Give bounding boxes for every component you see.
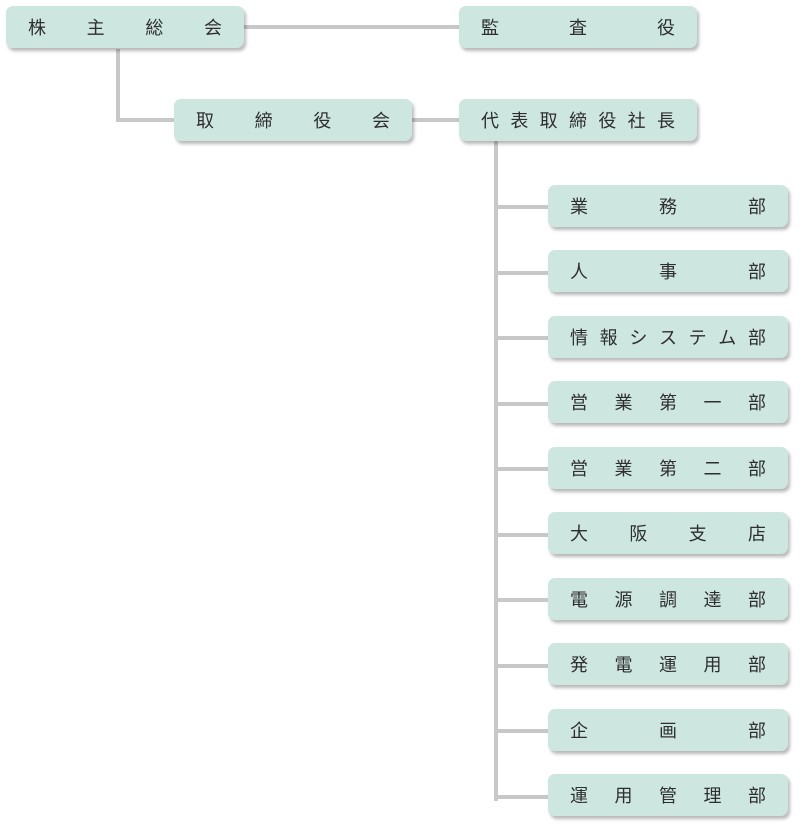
label-char: 企 bbox=[570, 721, 588, 742]
label-char: 情 bbox=[570, 328, 588, 349]
box-dept-1: 業務部 bbox=[548, 185, 788, 227]
label-char: 部 bbox=[748, 459, 766, 480]
label-char: 部 bbox=[748, 393, 766, 414]
label-char: 達 bbox=[703, 590, 722, 611]
label-char: 会 bbox=[203, 18, 222, 39]
label-char: 締 bbox=[254, 111, 273, 132]
box-dept-7: 電源調達部 bbox=[548, 578, 788, 620]
box-board: 取締役会 bbox=[174, 99, 412, 141]
label-char: 部 bbox=[748, 655, 766, 676]
connector-dept-4 bbox=[494, 402, 550, 406]
label-char: 源 bbox=[614, 590, 633, 611]
label-char: 取 bbox=[539, 111, 558, 132]
label-char: 理 bbox=[703, 786, 722, 807]
label-char: 事 bbox=[659, 262, 677, 283]
label-char: ス bbox=[658, 328, 677, 349]
label-char: 役 bbox=[313, 111, 332, 132]
box-dept-8: 発電運用部 bbox=[548, 643, 788, 685]
label-char: 部 bbox=[748, 262, 766, 283]
connector-dept-6 bbox=[494, 533, 550, 537]
label-char: 第 bbox=[659, 393, 677, 414]
label-char: 業 bbox=[570, 197, 588, 218]
label-char: 務 bbox=[659, 197, 677, 218]
label-char: 部 bbox=[748, 786, 766, 807]
label-char: 総 bbox=[145, 18, 164, 39]
box-auditor: 監査役 bbox=[459, 6, 697, 48]
connector-dept-3 bbox=[494, 336, 550, 340]
connector-board-president bbox=[410, 118, 462, 122]
label-char: 用 bbox=[614, 786, 633, 807]
label-char: 取 bbox=[196, 111, 214, 132]
box-president: 代表取締役社長 bbox=[459, 99, 697, 141]
connector-dept-10 bbox=[494, 795, 550, 799]
label-char: 部 bbox=[748, 590, 766, 611]
label-char: 運 bbox=[659, 655, 677, 676]
label-char: 役 bbox=[657, 18, 675, 39]
label-char: 二 bbox=[703, 459, 722, 480]
label-char: 報 bbox=[599, 328, 618, 349]
label-char: 大 bbox=[570, 524, 588, 545]
box-shareholders: 株主総会 bbox=[6, 6, 244, 48]
label-char: 調 bbox=[659, 590, 677, 611]
label-char: 業 bbox=[614, 393, 633, 414]
label-char: 営 bbox=[570, 393, 588, 414]
label-char: 部 bbox=[747, 328, 766, 349]
connector-dept-2 bbox=[494, 271, 550, 275]
label-char: 運 bbox=[570, 786, 588, 807]
label-char: 主 bbox=[86, 18, 105, 39]
label-char: 管 bbox=[659, 786, 677, 807]
connector-shareholders-down bbox=[116, 49, 120, 122]
label-char: 店 bbox=[747, 524, 766, 545]
label-char: 代 bbox=[481, 111, 499, 132]
label-char: 電 bbox=[570, 590, 588, 611]
label-char: 一 bbox=[703, 393, 722, 414]
label-char: 業 bbox=[614, 459, 633, 480]
box-dept-6: 大阪支店 bbox=[548, 512, 788, 554]
box-dept-10: 運用管理部 bbox=[548, 774, 788, 816]
label-char: 締 bbox=[568, 111, 587, 132]
label-char: 役 bbox=[598, 111, 617, 132]
label-char: 営 bbox=[570, 459, 588, 480]
connector-to-board bbox=[116, 118, 176, 122]
label-char: 支 bbox=[688, 524, 707, 545]
label-char: 阪 bbox=[629, 524, 648, 545]
label-char: 表 bbox=[510, 111, 529, 132]
connector-dept-9 bbox=[494, 729, 550, 733]
box-dept-5: 営業第二部 bbox=[548, 447, 788, 489]
label-char: 査 bbox=[569, 18, 587, 39]
label-char: ム bbox=[718, 328, 737, 349]
label-char: 部 bbox=[748, 721, 766, 742]
label-char: 用 bbox=[703, 655, 722, 676]
label-char: 長 bbox=[656, 111, 675, 132]
connector-dept-8 bbox=[494, 664, 550, 668]
label-char: 株 bbox=[28, 18, 46, 39]
connector-dept-7 bbox=[494, 598, 550, 602]
connector-dept-1 bbox=[494, 205, 550, 209]
box-dept-9: 企画部 bbox=[548, 709, 788, 751]
label-char: 部 bbox=[748, 197, 766, 218]
label-char: 監 bbox=[481, 18, 499, 39]
box-dept-3: 情報システム部 bbox=[548, 316, 788, 358]
box-dept-4: 営業第一部 bbox=[548, 381, 788, 423]
label-char: テ bbox=[688, 328, 707, 349]
label-char: 電 bbox=[614, 655, 633, 676]
label-char: 人 bbox=[570, 262, 588, 283]
connector-shareholders-auditor bbox=[244, 25, 460, 29]
label-char: 第 bbox=[659, 459, 677, 480]
label-char: 会 bbox=[371, 111, 390, 132]
connector-dept-5 bbox=[494, 467, 550, 471]
label-char: 発 bbox=[570, 655, 588, 676]
label-char: 社 bbox=[627, 111, 646, 132]
box-dept-2: 人事部 bbox=[548, 250, 788, 292]
label-char: シ bbox=[629, 328, 648, 349]
label-char: 画 bbox=[659, 721, 677, 742]
